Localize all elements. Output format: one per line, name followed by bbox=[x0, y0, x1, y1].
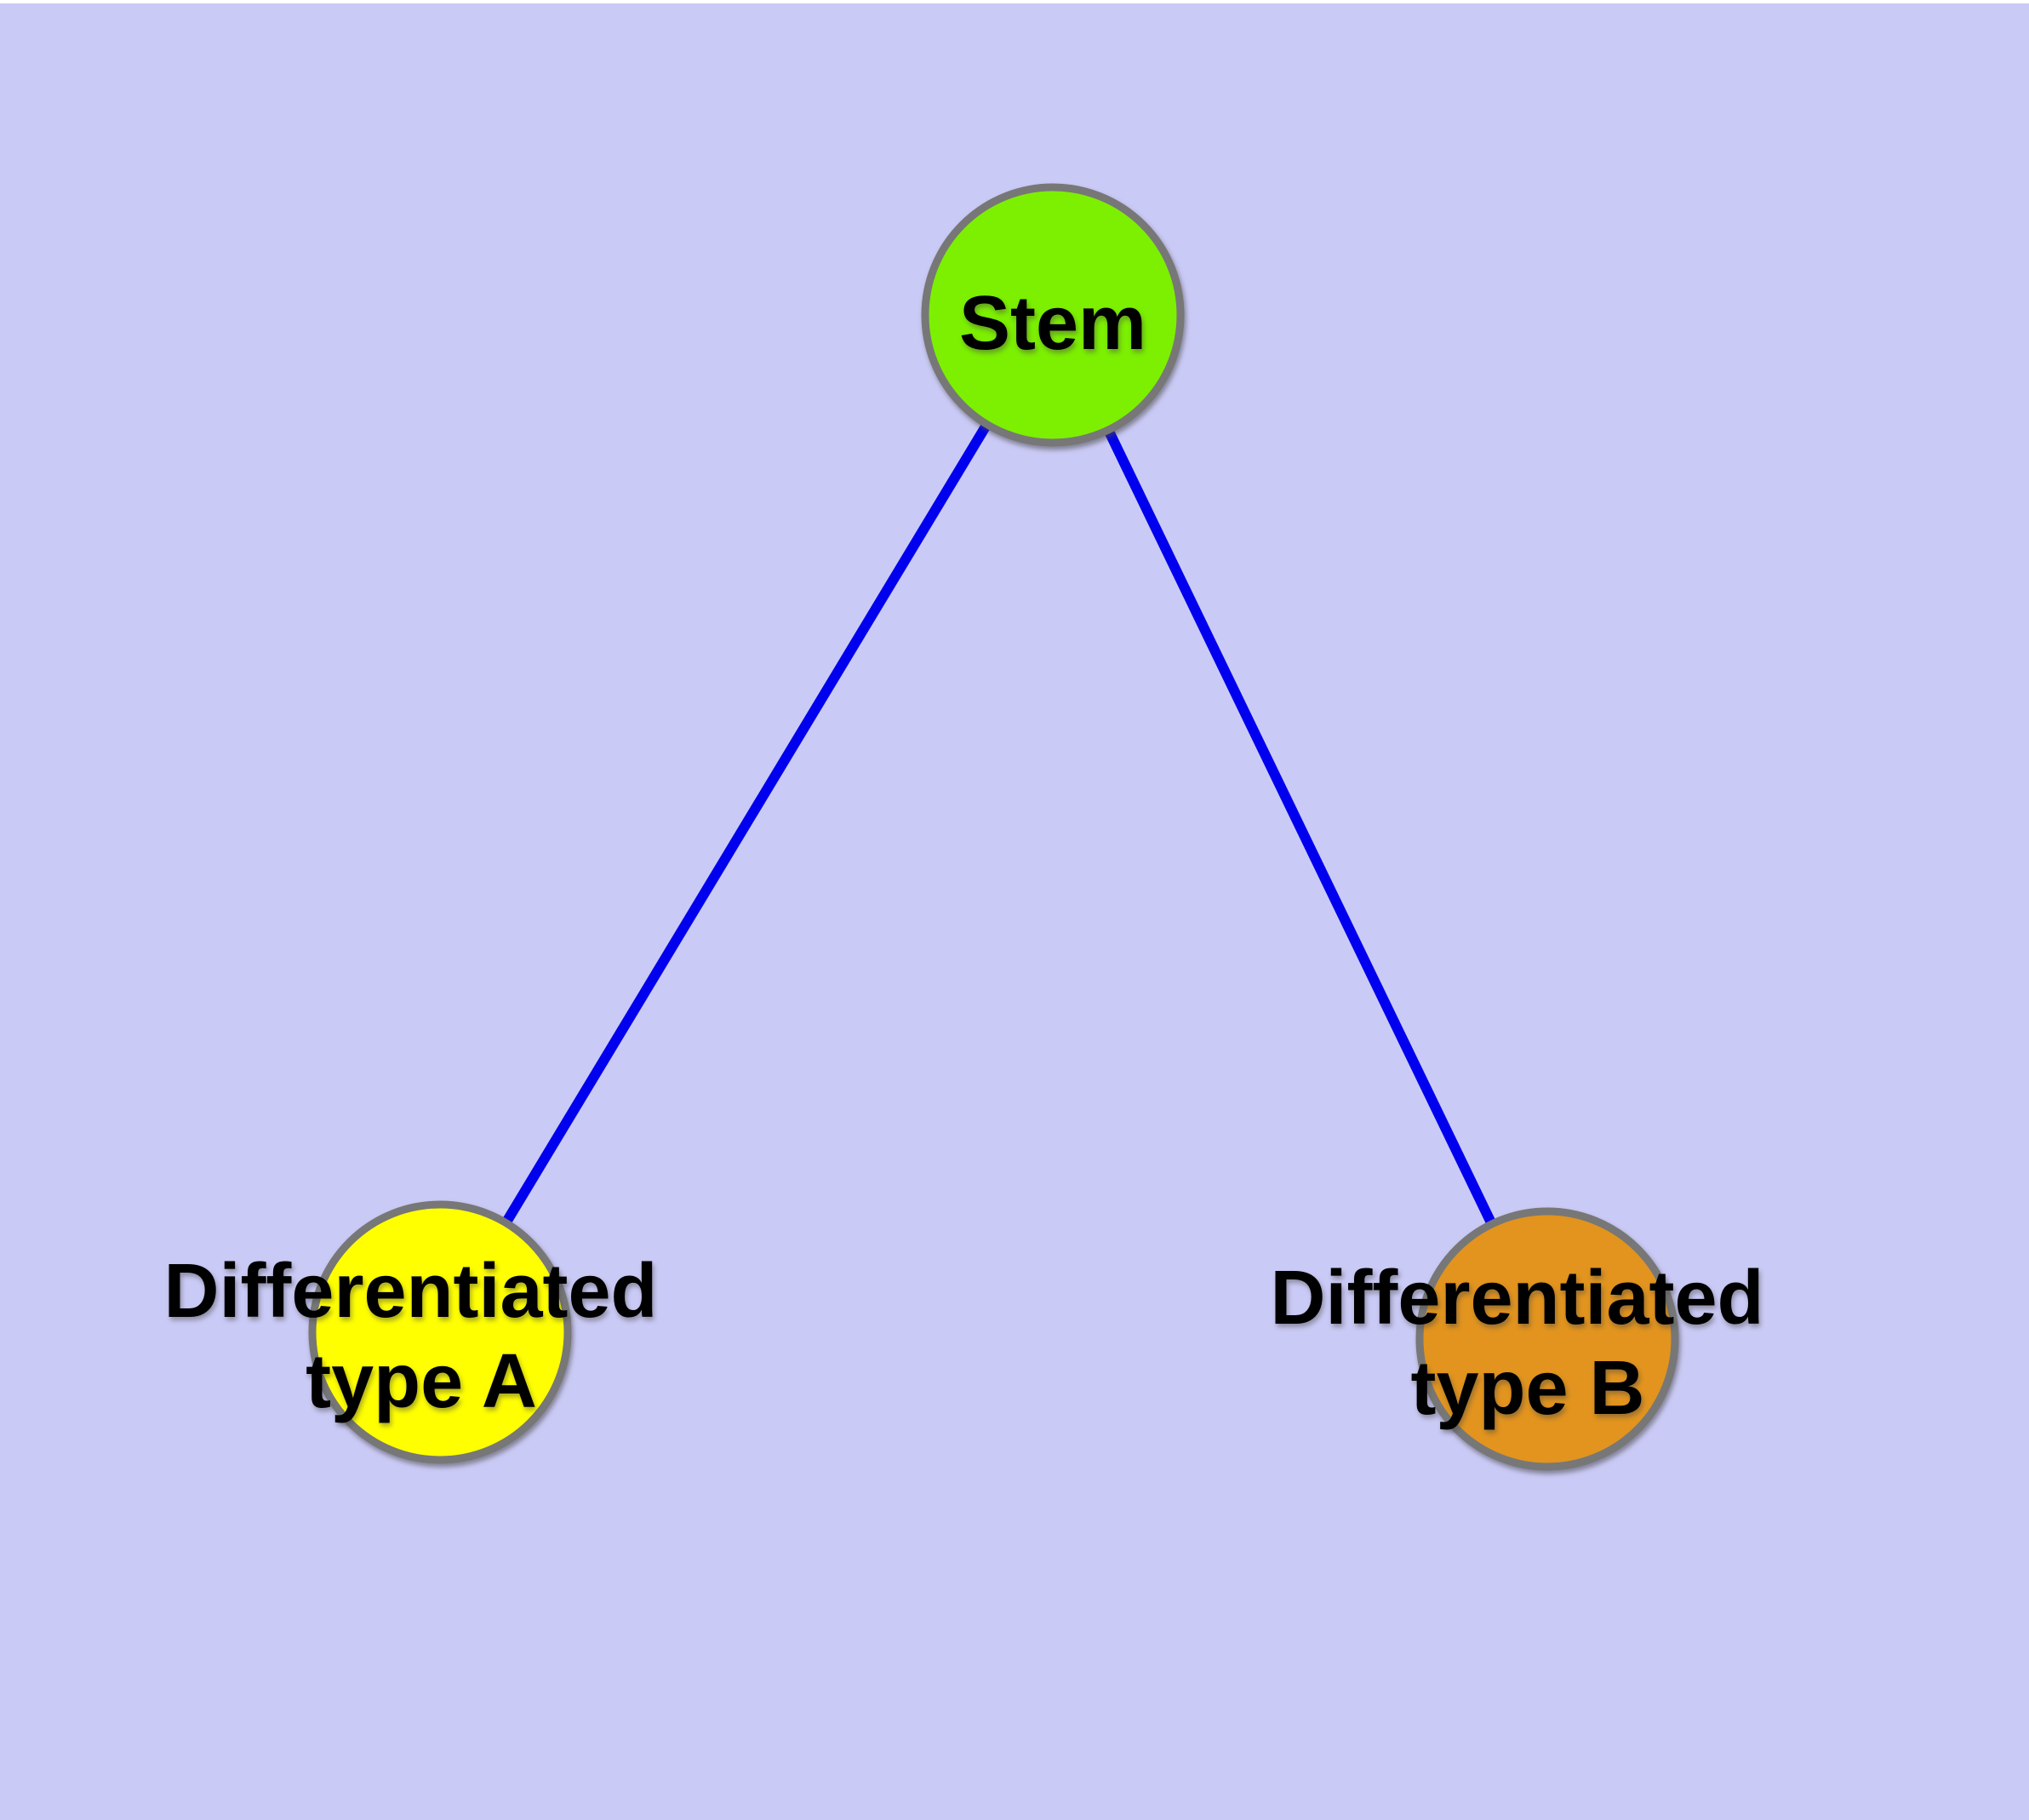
node-label-line-2: type A bbox=[306, 1339, 537, 1424]
node-label-differentiated-type-a: Differentiated type A bbox=[163, 1249, 678, 1424]
top-margin-strip bbox=[0, 0, 2029, 3]
node-differentiated-type-b: Differentiated type B bbox=[1270, 1207, 1785, 1471]
node-label-line-1: Differentiated bbox=[1270, 1256, 1763, 1341]
node-circle-stem bbox=[921, 183, 1185, 447]
node-label-line-2: type B bbox=[1410, 1346, 1644, 1431]
node-circle-differentiated-type-b bbox=[1415, 1207, 1679, 1471]
edge-group bbox=[435, 312, 1552, 1342]
node-label-differentiated-type-b: Differentiated type B bbox=[1270, 1256, 1785, 1431]
node-label-stem: Stem bbox=[959, 281, 1146, 366]
node-differentiated-type-a: Differentiated type A bbox=[163, 1200, 678, 1464]
edge-stem-to-type-a bbox=[435, 312, 1058, 1336]
edge-stem-to-type-b bbox=[1048, 312, 1552, 1342]
node-circle-differentiated-type-a bbox=[308, 1200, 572, 1464]
node-label-line-1: Differentiated bbox=[163, 1249, 657, 1334]
node-stem: Stem bbox=[921, 183, 1185, 447]
